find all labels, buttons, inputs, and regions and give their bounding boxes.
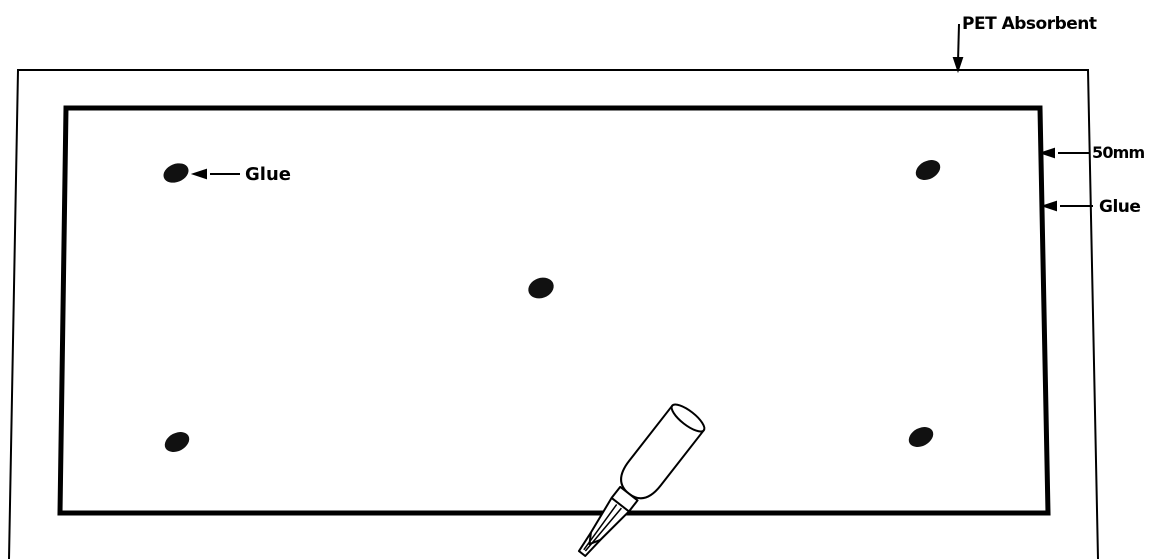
glue-dot-bottom-right — [908, 426, 934, 448]
pet-absorbent-panel — [8, 69, 1099, 559]
inner-board — [57, 105, 1051, 516]
arrow-icon — [952, 23, 964, 74]
glue-dot-top-right — [915, 159, 941, 181]
glue-right-label: Glue — [1099, 197, 1140, 217]
thickness-label: 50mm — [1092, 143, 1145, 162]
glue-left-label: Glue — [245, 164, 291, 185]
glue-dot-top-left — [163, 163, 189, 183]
pet-absorbent-label: PET Absorbent — [962, 14, 1097, 34]
glue-dot-center — [528, 277, 554, 299]
thickness-arrow — [1038, 147, 1090, 159]
glue-left-arrow — [190, 168, 240, 180]
glue-right-arrow — [1040, 200, 1093, 212]
glue-bottle-icon — [577, 403, 706, 558]
glue-dot-bottom-left — [164, 431, 190, 453]
